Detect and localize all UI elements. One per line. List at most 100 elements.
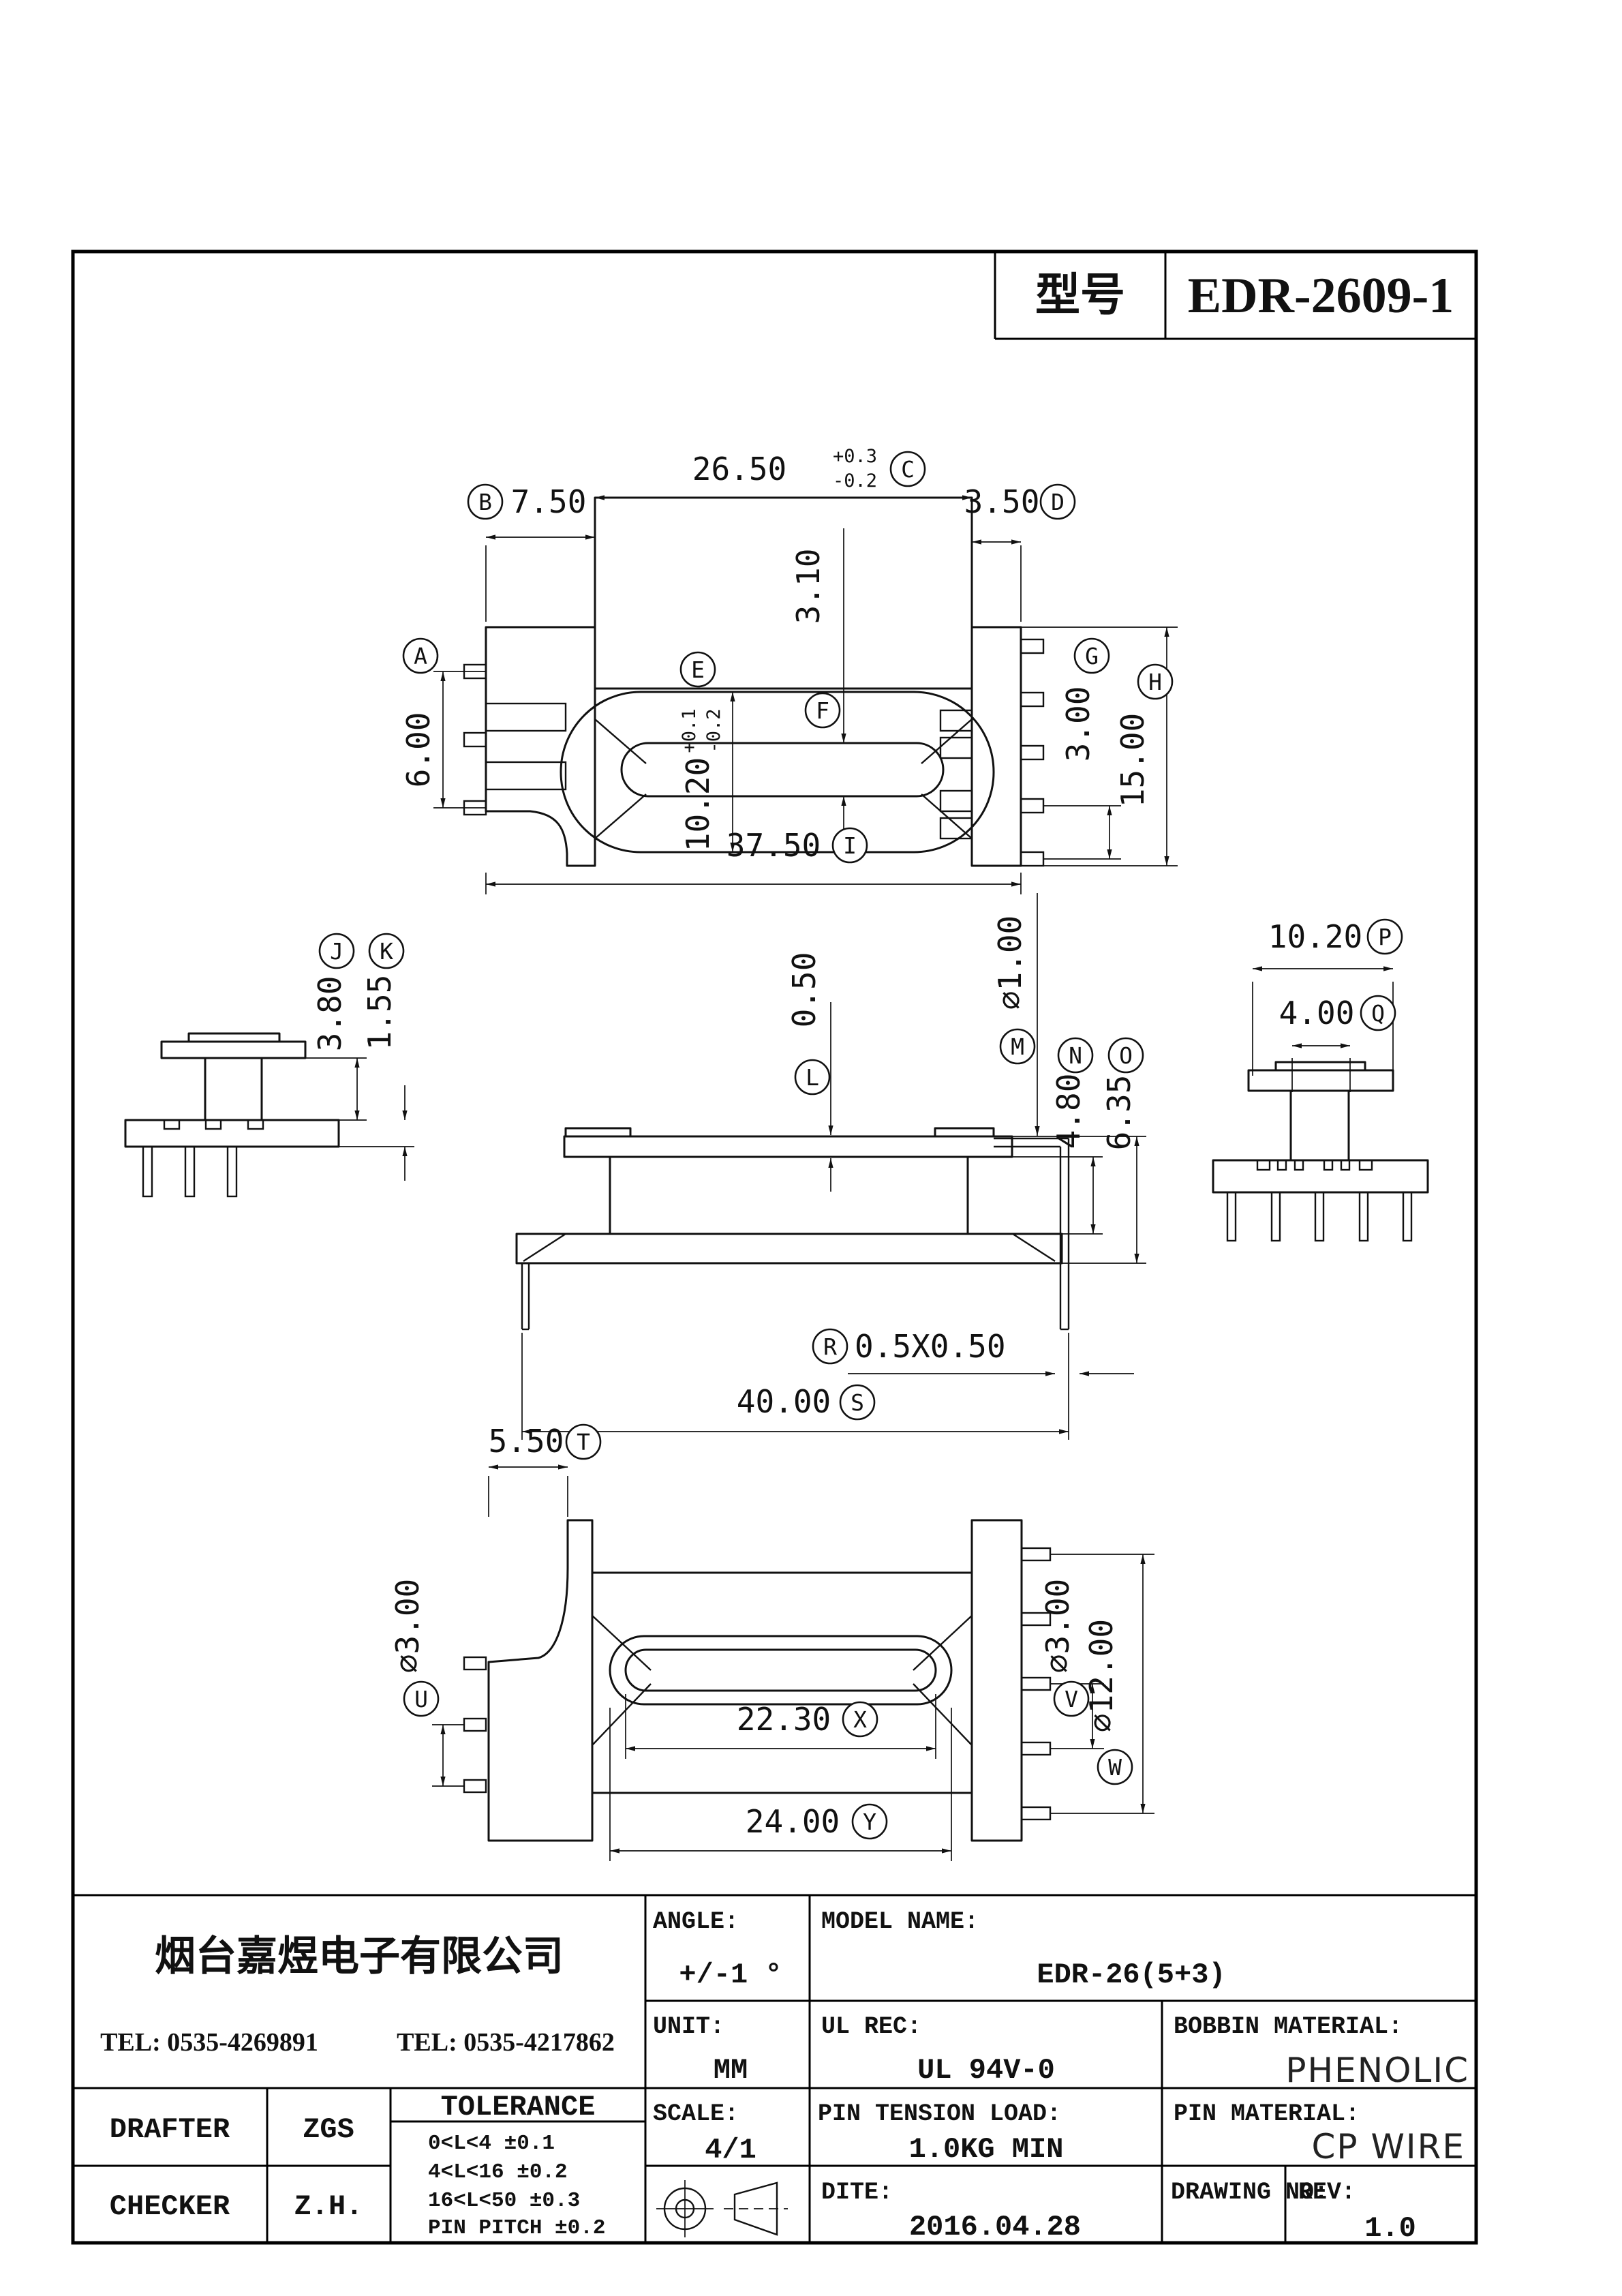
- unit-label: UNIT:: [653, 2013, 724, 2040]
- dim-V-balloon: [1053, 1680, 1090, 1717]
- dim-W-letter: W: [1108, 1754, 1122, 1781]
- pin-tension-value: 1.0KG MIN: [909, 2133, 1064, 2166]
- dim-S-balloon: [839, 1384, 876, 1421]
- sheet-frame: [71, 250, 1478, 2245]
- model-no-box: 型号 EDR-2609-1: [1035, 268, 1454, 324]
- angle-label: ANGLE:: [653, 1908, 739, 1935]
- dim-I-balloon: [831, 827, 868, 864]
- ul-rec-label: UL REC:: [821, 2013, 921, 2040]
- tolerance-row-2: 4<L<16 ±0.2: [428, 2160, 568, 2184]
- scale-value: 4/1: [705, 2134, 756, 2166]
- dim-K-letter: K: [380, 938, 393, 965]
- dim-E-letter: E: [691, 656, 705, 683]
- dim-M-balloon: [999, 1028, 1036, 1065]
- dim-Q-value: 4.00: [1279, 995, 1355, 1031]
- dim-E-tol-plus: +0.1: [679, 708, 700, 753]
- dim-N-value: 4.80: [1050, 1074, 1087, 1149]
- dim-F-balloon: [804, 692, 841, 729]
- dim-U-value: ⌀3.00: [389, 1579, 426, 1673]
- dite-value: 2016.04.28: [909, 2211, 1081, 2244]
- dim-I-letter: I: [843, 832, 857, 859]
- dim-G-balloon: [1073, 637, 1110, 674]
- pin-material-label: PIN MATERIAL:: [1174, 2100, 1360, 2128]
- dim-A-balloon: [402, 637, 439, 674]
- pin-tension-label: PIN TENSION LOAD:: [818, 2100, 1061, 2128]
- dim-C-value: 26.50: [692, 451, 786, 487]
- dim-O-value: 6.35: [1101, 1075, 1137, 1151]
- checker-value: Z.H.: [294, 2190, 363, 2223]
- dim-T-letter: T: [577, 1429, 590, 1455]
- dim-J-letter: J: [330, 938, 343, 965]
- dim-V-value: ⌀3.00: [1039, 1579, 1076, 1673]
- dim-E-value: 10.20: [679, 757, 716, 851]
- view-bottom-geometry: [463, 1519, 1052, 1842]
- dim-L-balloon: [794, 1059, 831, 1096]
- view-side-center-geometry: [515, 1127, 1070, 1331]
- dim-H-value: 15.00: [1114, 713, 1151, 807]
- bobbin-material-label: BOBBIN MATERIAL:: [1174, 2013, 1403, 2040]
- projection-symbol-icon: [656, 2180, 788, 2237]
- dim-B-letter: B: [478, 489, 492, 515]
- dim-O-balloon: [1107, 1037, 1144, 1074]
- dim-H-letter: H: [1148, 669, 1162, 695]
- dim-W-value: ⌀12.00: [1083, 1619, 1120, 1732]
- dim-S-value: 40.00: [737, 1383, 831, 1420]
- dim-U-letter: U: [414, 1686, 428, 1712]
- dim-K-value: 1.55: [361, 975, 398, 1051]
- dim-N-balloon: [1057, 1037, 1094, 1074]
- dim-U-balloon: [403, 1680, 440, 1717]
- drafter-value: ZGS: [303, 2113, 354, 2146]
- dim-X-value: 22.30: [737, 1701, 831, 1738]
- unit-value: MM: [714, 2054, 748, 2087]
- checker-label: CHECKER: [110, 2190, 230, 2223]
- dim-W-balloon: [1097, 1749, 1133, 1785]
- view-front-geometry: [463, 496, 1045, 867]
- drafter-label: DRAFTER: [110, 2113, 230, 2146]
- view-side-right-geometry: [1212, 1061, 1429, 1242]
- rev-label: REV:: [1298, 2179, 1356, 2206]
- dim-N-letter: N: [1069, 1042, 1082, 1069]
- dim-R-letter: R: [823, 1333, 837, 1360]
- tolerance-row-4: PIN PITCH ±0.2: [428, 2216, 605, 2240]
- model-name-value: EDR-26(5+3): [1037, 1959, 1225, 1991]
- dim-F-letter: F: [816, 697, 829, 724]
- drawing-no-label: DRAWING NO:: [1171, 2179, 1328, 2206]
- dim-C-tol-minus: -0.2: [833, 470, 877, 492]
- dim-P-value: 10.20: [1268, 918, 1362, 955]
- dim-X-balloon: [842, 1701, 878, 1738]
- tolerance-row-1: 0<L<4 ±0.1: [428, 2132, 555, 2156]
- company-tel-1: TEL: 0535-4269891: [100, 2028, 318, 2057]
- dim-A-value: 6.00: [400, 712, 437, 788]
- dim-C-letter: C: [901, 456, 915, 483]
- dim-A-letter: A: [414, 643, 427, 669]
- view-side-center-dimensions: L 0.50 M ⌀1.00 N 4.80 O 6.35 R 0.5X0.50 …: [521, 893, 1146, 1440]
- tolerance-row-3: 16<L<50 ±0.3: [428, 2189, 580, 2213]
- dim-L-letter: L: [806, 1064, 819, 1091]
- dim-L-value: 0.50: [786, 952, 823, 1028]
- dim-S-letter: S: [851, 1389, 864, 1416]
- dim-P-letter: P: [1378, 924, 1392, 950]
- view-side-left-dimensions: J 3.80 K 1.55: [305, 933, 414, 1181]
- rev-value: 1.0: [1364, 2212, 1416, 2245]
- dim-M-letter: M: [1011, 1033, 1024, 1060]
- dim-Q-balloon: [1360, 995, 1396, 1031]
- dim-Y-balloon: [851, 1803, 888, 1840]
- dim-M-value: ⌀1.00: [992, 916, 1028, 1010]
- dim-J-value: 3.80: [311, 976, 348, 1052]
- angle-value: +/-1 °: [679, 1959, 782, 1991]
- dim-G-value: 3.00: [1060, 686, 1097, 762]
- dim-Y-value: 24.00: [746, 1803, 840, 1840]
- company-name: 烟台嘉煜电子有限公司: [155, 1933, 564, 1980]
- dim-E-tol-minus: -0.2: [703, 708, 724, 753]
- dim-P-balloon: [1366, 918, 1403, 955]
- dim-T-value: 5.50: [489, 1423, 564, 1460]
- dim-R-value: 0.5X0.50: [855, 1328, 1006, 1365]
- dim-E-balloon: [679, 651, 716, 688]
- ul-rec-value: UL 94V-0: [917, 2054, 1055, 2087]
- dim-F-value: 3.10: [790, 549, 827, 624]
- dim-X-letter: X: [853, 1706, 867, 1733]
- bobbin-material-value: PHENOLIC: [1285, 2051, 1469, 2090]
- tolerance-header: TOLERANCE: [441, 2091, 596, 2124]
